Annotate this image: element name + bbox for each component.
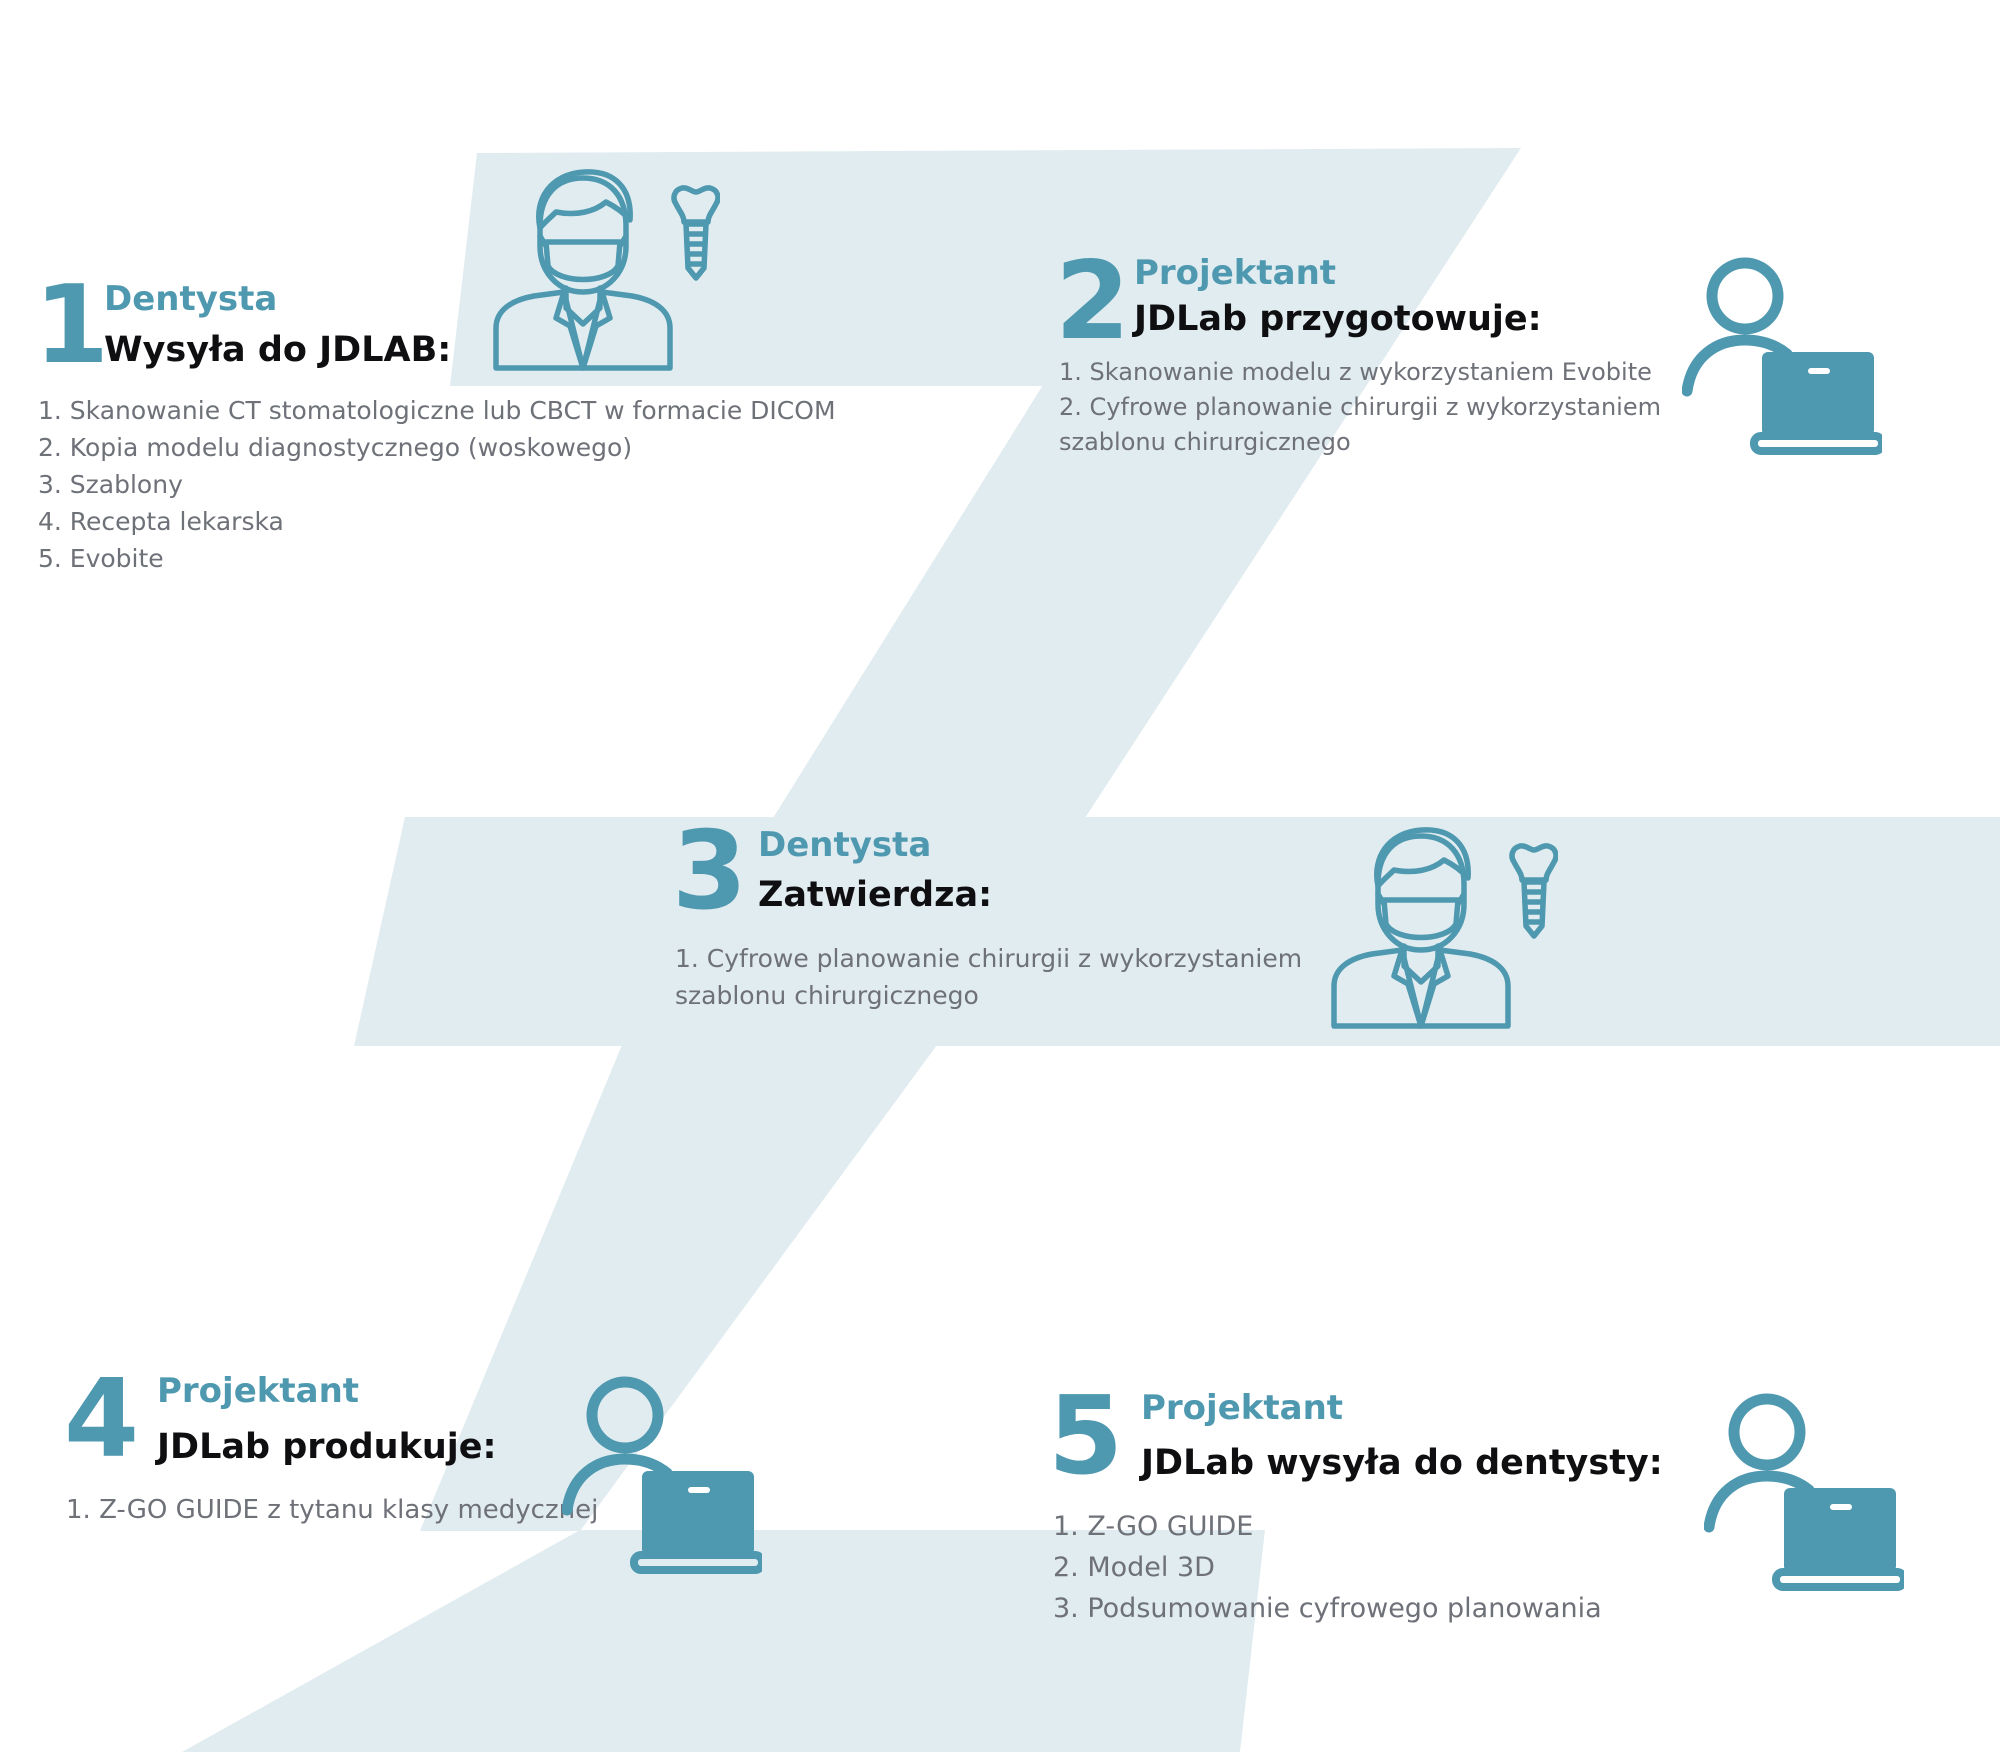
list-item: 1. Z-GO GUIDE <box>1053 1511 1254 1542</box>
step-action: Wysyła do JDLAB: <box>104 330 452 370</box>
step-items: 1. Z-GO GUIDE z tytanu klasy medycznej <box>66 1492 598 1529</box>
step-items: 1. Skanowanie CT stomatologiczne lub CBC… <box>38 392 836 577</box>
step-items: 1. Skanowanie modelu z wykorzystaniem Ev… <box>1059 355 1669 460</box>
designer-laptop-icon <box>1682 256 1882 456</box>
step-action: JDLab wysyła do dentysty: <box>1141 1443 1663 1483</box>
step-role: Projektant <box>1134 253 1337 293</box>
step-role: Dentysta <box>104 279 278 319</box>
list-item: 3. Szablony <box>38 470 183 499</box>
step-role: Projektant <box>1141 1388 1344 1428</box>
step-role: Projektant <box>157 1371 360 1411</box>
list-item: 2. Kopia modelu diagnostycznego (woskowe… <box>38 433 633 462</box>
list-item: 5. Evobite <box>38 544 164 573</box>
step-number: 3 <box>672 809 747 934</box>
step-action: JDLab przygotowuje: <box>1134 299 1542 339</box>
designer-laptop-icon <box>562 1375 762 1575</box>
step-role: Dentysta <box>758 825 932 865</box>
designer-laptop-icon <box>1704 1392 1904 1592</box>
step-items: 1. Cyfrowe planowanie chirurgii z wykorz… <box>675 940 1325 1014</box>
z-top-band <box>450 148 1521 386</box>
step-number: 2 <box>1055 239 1130 364</box>
step-number: 1 <box>34 263 109 388</box>
z-upper-diagonal <box>773 148 1521 818</box>
step-action: Zatwierdza: <box>758 875 993 915</box>
list-item: 1. Cyfrowe planowanie chirurgii z wykorz… <box>675 944 1303 1010</box>
step-number: 5 <box>1048 1374 1123 1499</box>
list-item: 1. Z-GO GUIDE z tytanu klasy medycznej <box>66 1495 599 1525</box>
dentist-with-implant-icon <box>1328 826 1558 1036</box>
z-middle-band <box>354 817 2000 1046</box>
list-item: 1. Skanowanie CT stomatologiczne lub CBC… <box>38 396 836 425</box>
list-item: 2. Model 3D <box>1053 1552 1215 1583</box>
list-item: 3. Podsumowanie cyfrowego planowania <box>1053 1593 1602 1624</box>
list-item: 2. Cyfrowe planowanie chirurgii z wykorz… <box>1059 393 1661 456</box>
list-item: 1. Skanowanie modelu z wykorzystaniem Ev… <box>1059 358 1652 386</box>
z-lower-diagonal <box>420 1045 937 1531</box>
z-bottom-band <box>182 1530 1265 1752</box>
dentist-with-implant-icon <box>490 168 720 378</box>
step-items: 1. Z-GO GUIDE 2. Model 3D 3. Podsumowani… <box>1053 1506 1602 1629</box>
step-action: JDLab produkuje: <box>157 1427 497 1467</box>
list-item: 4. Recepta lekarska <box>38 507 284 536</box>
step-number: 4 <box>64 1357 139 1482</box>
